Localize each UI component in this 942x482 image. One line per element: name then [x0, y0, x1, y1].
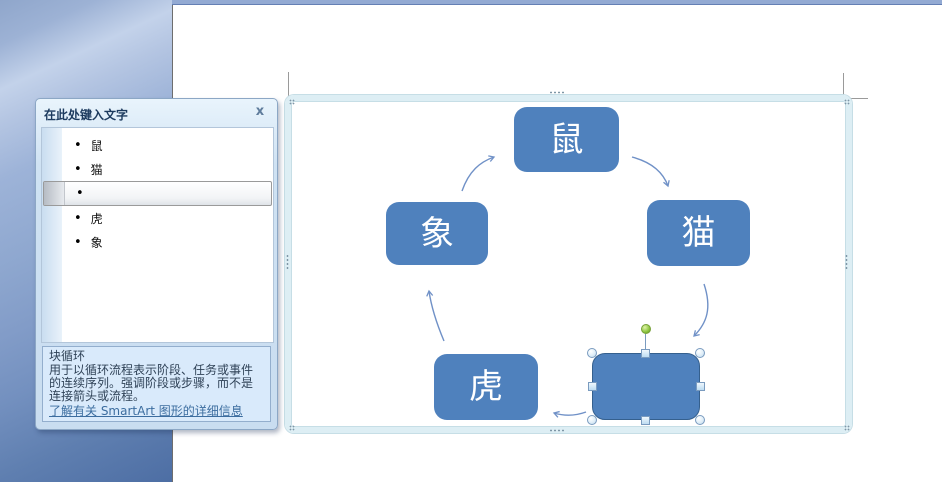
resize-handle-top[interactable] [641, 349, 650, 358]
text-pane-item-tiger[interactable]: • 虎 [74, 210, 103, 226]
shape-label: 猫 [681, 213, 716, 253]
shape-label: 虎 [469, 367, 503, 407]
layout-name: 块循环 [49, 349, 86, 363]
frame-handle-bottom-right[interactable] [844, 425, 850, 431]
frame-handle-top[interactable] [549, 91, 565, 94]
bullet-icon: • [74, 210, 82, 226]
close-icon[interactable]: x [255, 104, 265, 119]
layout-description: 用于以循环流程表示阶段、任务或事件的连续序列。强调阶段或步骤，而不是连接箭头或流… [49, 363, 254, 403]
bullet-icon: • [74, 161, 82, 177]
bullet-icon: • [76, 186, 84, 201]
frame-handle-bottom-left[interactable] [289, 425, 295, 431]
resize-handle-top-right[interactable] [695, 348, 705, 358]
bullet-icon: • [74, 137, 82, 153]
text-pane-item-cat[interactable]: • 猫 [74, 161, 103, 177]
document-page[interactable] [172, 5, 942, 482]
bullet-icon: • [74, 234, 82, 250]
resize-handle-bottom[interactable] [641, 416, 650, 425]
diagram-shape-rat[interactable]: 鼠 [514, 107, 619, 172]
text-pane-item-elephant[interactable]: • 象 [74, 234, 103, 250]
resize-handle-top-left[interactable] [587, 348, 597, 358]
shape-label: 象 [420, 213, 454, 254]
margin-mark-left [288, 72, 289, 96]
frame-handle-top-right[interactable] [844, 99, 850, 105]
window-top-edge [172, 0, 942, 5]
rotation-handle[interactable] [641, 324, 651, 334]
margin-mark-right [843, 73, 844, 98]
diagram-shape-tiger[interactable]: 虎 [434, 354, 538, 420]
frame-handle-bottom[interactable] [549, 429, 565, 432]
diagram-shape-elephant[interactable]: 象 [386, 202, 488, 265]
smartart-help-link[interactable]: 了解有关 SmartArt 图形的详细信息 [49, 404, 243, 418]
resize-handle-bottom-right[interactable] [695, 415, 705, 425]
text-pane-item-rat[interactable]: • 鼠 [74, 137, 103, 153]
frame-handle-right[interactable] [845, 254, 848, 270]
resize-handle-bottom-left[interactable] [587, 415, 597, 425]
resize-handle-left[interactable] [588, 382, 597, 391]
text-pane-list: • 鼠 • 猫 • • 虎 • 象 [41, 127, 274, 343]
rotation-handle-stem [645, 334, 646, 353]
frame-handle-top-left[interactable] [289, 99, 295, 105]
margin-mark-right [844, 98, 868, 99]
diagram-shape-cat[interactable]: 猫 [647, 200, 750, 266]
text-pane-item-empty-selected[interactable]: • [43, 181, 272, 206]
diagram-shape-empty-selected[interactable] [592, 353, 700, 420]
text-pane-title: 在此处键入文字 [44, 108, 129, 122]
smartart-text-pane: 在此处键入文字 x • 鼠 • 猫 • • 虎 • 象 [35, 98, 278, 430]
shape-label: 鼠 [549, 119, 584, 160]
frame-handle-left[interactable] [286, 254, 289, 270]
layout-info-box: 块循环 用于以循环流程表示阶段、任务或事件的连续序列。强调阶段或步骤，而不是连接… [42, 346, 271, 422]
resize-handle-right[interactable] [696, 382, 705, 391]
